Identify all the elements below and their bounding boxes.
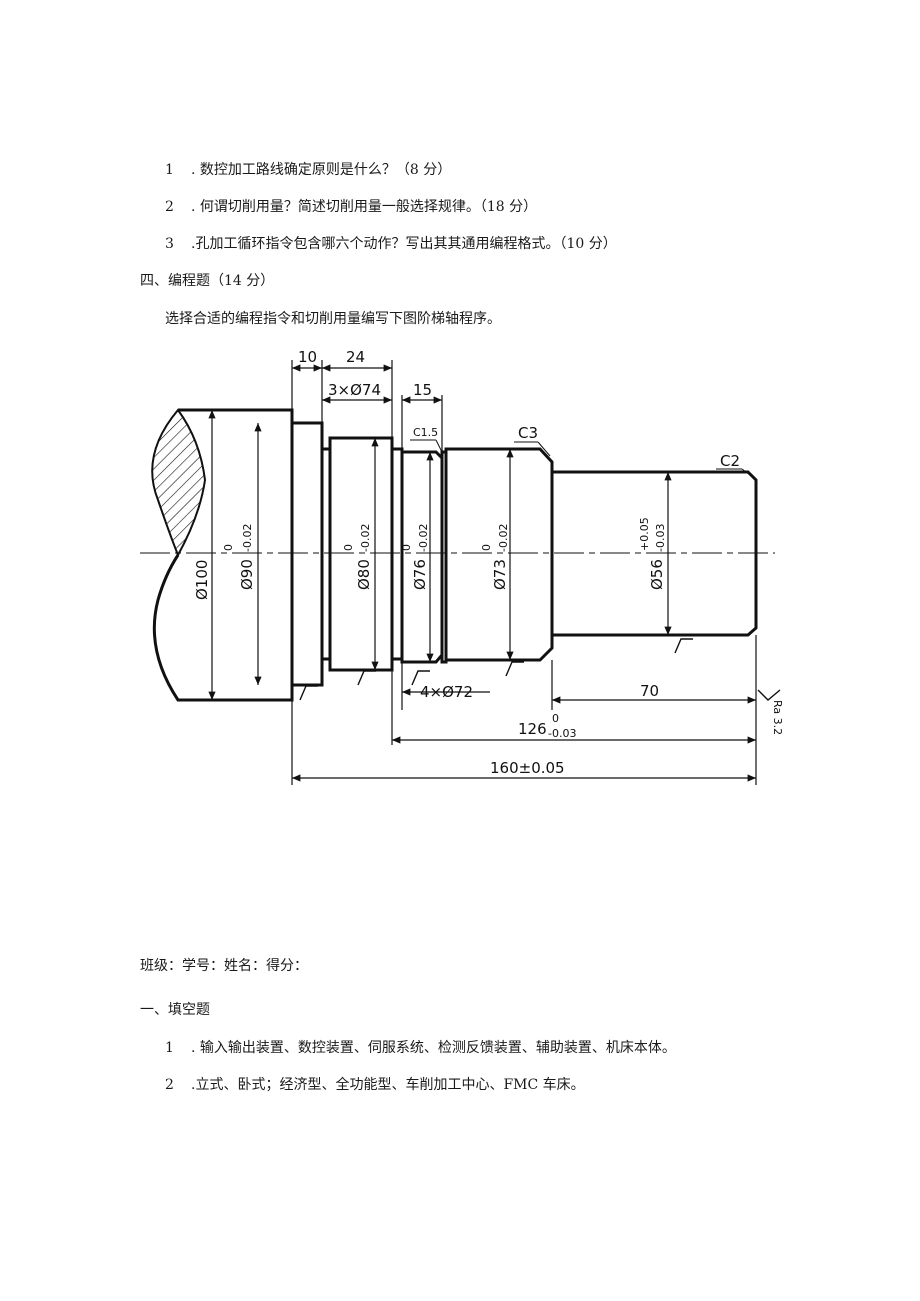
- d100-label: Ø100: [193, 560, 211, 600]
- d73-tol-upper: 0: [480, 544, 493, 551]
- d80-tol-lower: -0.02: [359, 524, 372, 552]
- d90-tol-upper: 0: [222, 544, 235, 551]
- stepped-shaft-drawing: Ø100 Ø90 0 -0.02 Ø80 0 -0.02 Ø76 0 -0.02…: [140, 348, 784, 785]
- dim-15: 15: [413, 381, 432, 399]
- answer-text: .立式、卧式；经济型、全功能型、车削加工中心、FMC 车床。: [191, 1077, 585, 1093]
- question-text: .孔加工循环指令包含哪六个动作？写出其其通用编程格式。（10 分）: [191, 236, 617, 252]
- broken-end-outline: [152, 408, 294, 702]
- section-hatch: [151, 408, 207, 558]
- d73-label: Ø73: [491, 559, 509, 590]
- d80-label: Ø80: [355, 559, 373, 590]
- section-4-instruction: 选择合适的编程指令和切削用量编写下图阶梯轴程序。: [165, 311, 501, 327]
- d76-tol-upper: 0: [400, 544, 413, 551]
- dim-24: 24: [346, 348, 365, 366]
- dim-groove-bottom: 4×Ø72: [420, 683, 473, 701]
- d90-tol-lower: -0.02: [241, 524, 254, 552]
- dim-70: 70: [640, 682, 659, 700]
- question-2: 2 . 何谓切削用量？简述切削用量一般选择规律。（18 分）: [165, 198, 537, 216]
- question-number: 2: [165, 199, 174, 215]
- dim-126: 126: [518, 720, 547, 738]
- answer-text: . 输入输出装置、数控装置、伺服系统、检测反馈装置、辅助装置、机床本体。: [191, 1040, 676, 1056]
- top-dimension-lines: [291, 360, 443, 452]
- dim-160: 160±0.05: [490, 759, 565, 777]
- d56-tol-upper: +0.05: [638, 517, 651, 551]
- question-number: 3: [165, 236, 174, 252]
- bottom-dimension-lines: [291, 635, 757, 785]
- dim-groove-top: 3×Ø74: [328, 381, 381, 399]
- d76-tol-lower: -0.02: [417, 524, 430, 552]
- d56-label: Ø56: [648, 559, 666, 590]
- question-1: 1 . 数控加工路线确定原则是什么？（8 分）: [165, 161, 451, 179]
- d56-tol-lower: -0.03: [654, 524, 667, 552]
- roughness-symbols: [299, 638, 693, 701]
- answer-number: 2: [165, 1077, 174, 1093]
- dim-126-tol-lower: -0.03: [548, 727, 576, 740]
- question-number: 1: [165, 162, 174, 178]
- student-info-line: 班级：学号：姓名：得分：: [140, 958, 308, 974]
- d90-label: Ø90: [238, 559, 256, 590]
- d80-tol-upper: 0: [342, 544, 355, 551]
- answer-number: 1: [165, 1040, 174, 1056]
- d76-label: Ø76: [411, 559, 429, 590]
- roughness-value: Ra 3.2: [771, 700, 784, 735]
- diameter-lines: [208, 410, 672, 700]
- answer-1: 1 . 输入输出装置、数控装置、伺服系统、检测反馈装置、辅助装置、机床本体。: [165, 1039, 676, 1057]
- question-text: . 数控加工路线确定原则是什么？（8 分）: [191, 162, 452, 178]
- question-text: . 何谓切削用量？简述切削用量一般选择规律。（18 分）: [191, 199, 538, 215]
- chamfer-c2: C2: [720, 452, 740, 470]
- section-1-heading: 一、填空题: [140, 1002, 210, 1018]
- question-3: 3 .孔加工循环指令包含哪六个动作？写出其其通用编程格式。（10 分）: [165, 235, 617, 253]
- chamfer-c3: C3: [518, 424, 538, 442]
- shaft-outline: [290, 421, 758, 687]
- section-4-heading: 四、编程题（14 分）: [140, 273, 275, 289]
- answer-2: 2 .立式、卧式；经济型、全功能型、车削加工中心、FMC 车床。: [165, 1076, 585, 1094]
- dim-126-tol-upper: 0: [552, 712, 559, 725]
- chamfer-c1-5: C1.5: [413, 426, 438, 439]
- roughness-general: Ra 3.2: [757, 689, 784, 735]
- d73-tol-lower: -0.02: [497, 524, 510, 552]
- dim-10: 10: [298, 348, 317, 366]
